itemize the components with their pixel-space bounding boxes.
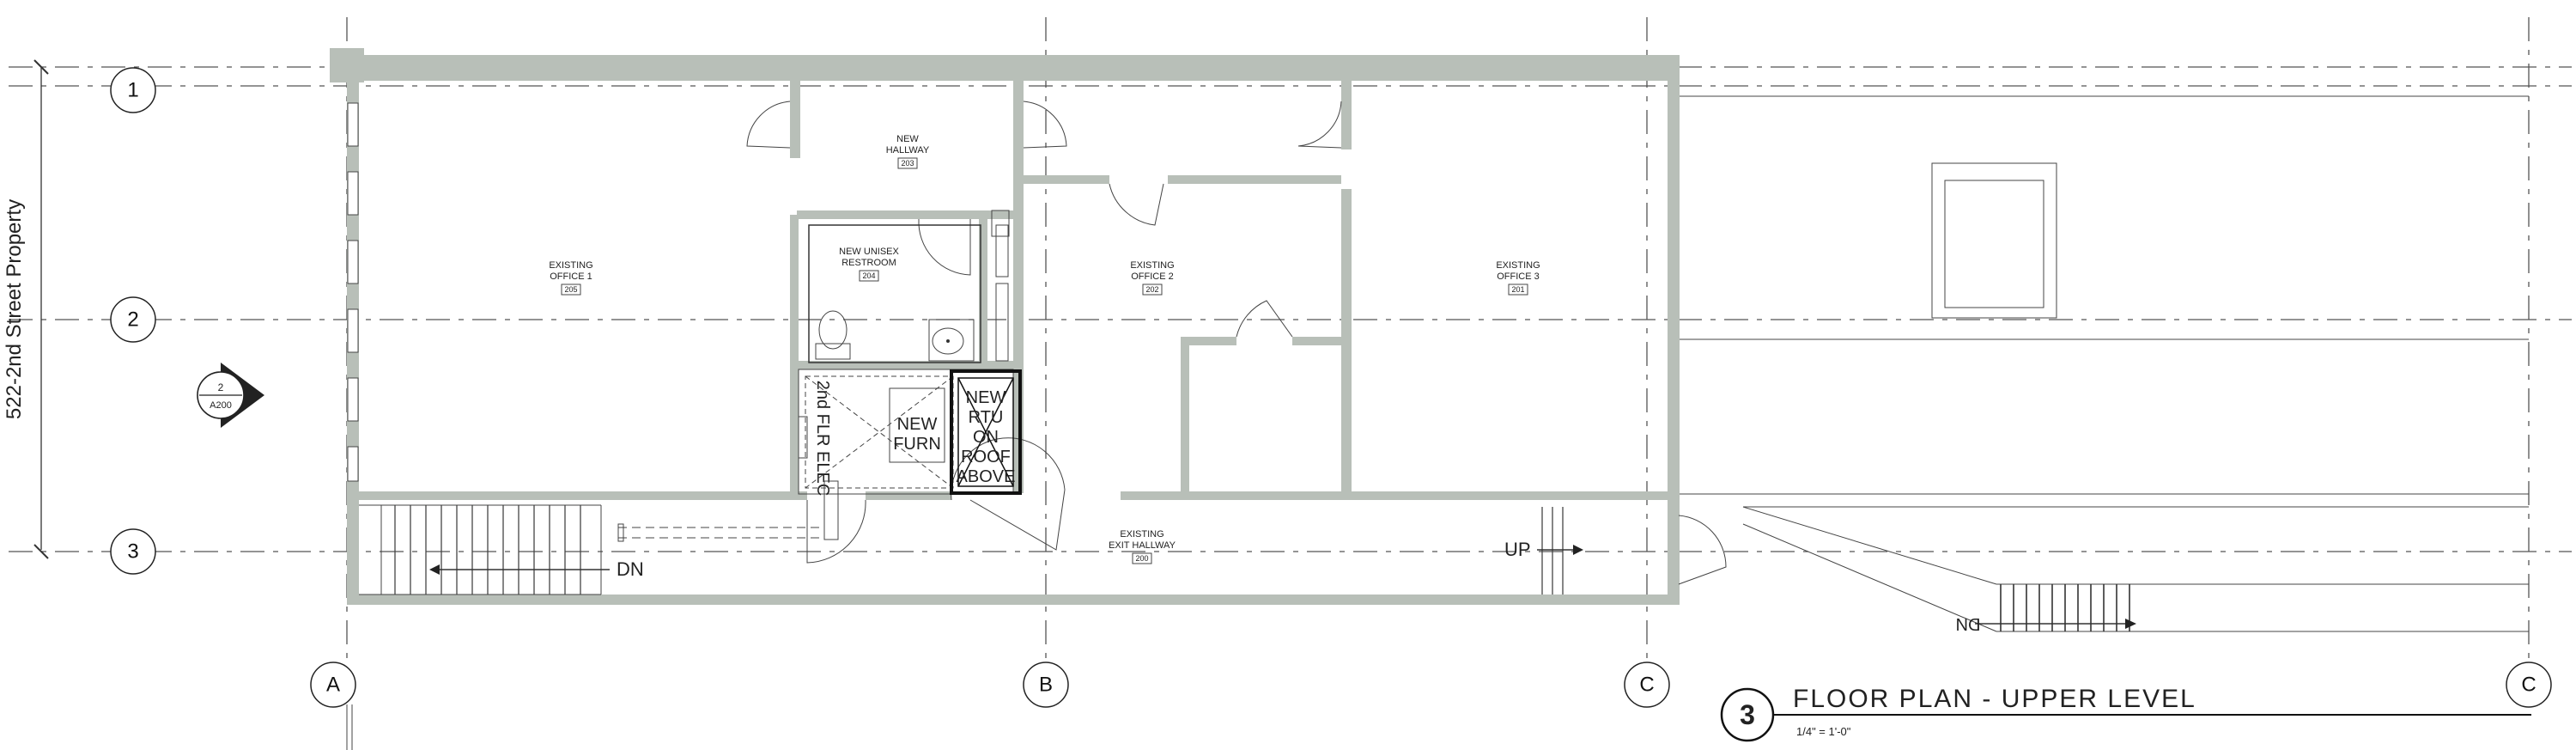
room-label-office-1: EXISTING OFFICE 1 205 — [549, 260, 593, 296]
svg-text:3: 3 — [127, 540, 138, 564]
section-marker-sheet: A200 — [210, 400, 232, 411]
restroom-fixtures — [808, 210, 1010, 363]
rtu-label-5: ABOVE — [957, 467, 1016, 486]
svg-text:EXISTING: EXISTING — [1496, 260, 1540, 271]
room-label-new-hallway: NEW HALLWAY 203 — [886, 134, 930, 169]
drawing-title: FLOOR PLAN - UPPER LEVEL — [1793, 685, 2196, 713]
room-label-office-2: EXISTING OFFICE 2 202 — [1130, 260, 1175, 296]
grid-bubble-col-a: A — [310, 662, 356, 708]
svg-text:200: 200 — [1135, 554, 1148, 563]
property-line: 522-2nd Street Property — [3, 59, 49, 559]
svg-text:205: 205 — [564, 285, 577, 294]
grid-lines — [9, 17, 2572, 750]
grid-bubble-row-2: 2 — [110, 296, 156, 343]
room-label-exit-hallway: EXISTING EXIT HALLWAY 200 — [1109, 529, 1176, 564]
furn-label-2: FURN — [893, 435, 941, 454]
rtu-label-4: ROOF — [961, 448, 1011, 466]
grid-bubble-col-c-2: C — [2506, 662, 2552, 708]
drawing-title-block: 3 FLOOR PLAN - UPPER LEVEL 1/4" = 1'-0" — [1720, 685, 2531, 742]
furn-label-1: NEW — [897, 415, 938, 434]
elec-room-label: 2nd FLR ELEC — [813, 381, 832, 497]
svg-text:202: 202 — [1145, 285, 1158, 294]
mechanical-area: 2nd FLR ELEC NEW FURN NEW RTU ON ROOF AB… — [798, 369, 1022, 497]
section-marker-number: 2 — [218, 381, 224, 393]
grid-bubble-col-b: B — [1023, 662, 1069, 708]
roof-outline: DN — [1679, 95, 2529, 633]
rtu-label-3: ON — [973, 428, 999, 447]
svg-text:EXISTING: EXISTING — [549, 260, 592, 271]
svg-text:203: 203 — [901, 159, 914, 168]
svg-text:OFFICE 1: OFFICE 1 — [550, 271, 592, 282]
section-marker: 2 A200 — [197, 363, 264, 428]
room-label-office-3: EXISTING OFFICE 3 201 — [1496, 260, 1540, 296]
property-note: 522-2nd Street Property — [3, 199, 26, 419]
svg-text:EXISTING: EXISTING — [1130, 260, 1174, 271]
east-stair-up-label: UP — [1504, 539, 1531, 560]
grid-bubble-row-1: 1 — [110, 67, 156, 113]
svg-text:2: 2 — [127, 308, 138, 332]
room-label-restroom: NEW UNISEX RESTROOM 204 — [839, 247, 899, 282]
svg-text:NEW: NEW — [896, 134, 919, 144]
east-stair: UP — [1504, 507, 1583, 595]
svg-text:RESTROOM: RESTROOM — [841, 258, 896, 268]
svg-text:C: C — [2521, 674, 2536, 697]
svg-text:OFFICE 3: OFFICE 3 — [1497, 271, 1540, 282]
drawing-scale: 1/4" = 1'-0" — [1796, 725, 1851, 738]
doors — [746, 101, 1727, 585]
windows — [347, 102, 359, 482]
svg-text:1: 1 — [127, 79, 138, 102]
rtu-label-2: RTU — [969, 408, 1004, 427]
svg-text:201: 201 — [1511, 285, 1524, 294]
main-stair-down-label: DN — [617, 558, 644, 580]
svg-text:B: B — [1039, 674, 1053, 697]
drawing-number: 3 — [1740, 699, 1755, 730]
rtu-label-1: NEW — [966, 388, 1006, 407]
svg-text:OFFICE 2: OFFICE 2 — [1131, 271, 1174, 282]
svg-text:C: C — [1639, 674, 1654, 697]
main-stair: DN — [359, 480, 839, 595]
svg-text:NEW UNISEX: NEW UNISEX — [839, 247, 899, 257]
exterior-stair-down-label: DN — [1956, 614, 1981, 633]
svg-text:EXIT HALLWAY: EXIT HALLWAY — [1109, 540, 1176, 551]
grid-bubble-col-c: C — [1624, 662, 1670, 708]
building-walls — [330, 48, 1680, 605]
svg-text:HALLWAY: HALLWAY — [886, 145, 930, 155]
grid-bubble-row-3: 3 — [110, 528, 156, 575]
svg-text:A: A — [326, 674, 340, 697]
svg-text:EXISTING: EXISTING — [1120, 529, 1163, 540]
svg-text:204: 204 — [862, 271, 875, 280]
